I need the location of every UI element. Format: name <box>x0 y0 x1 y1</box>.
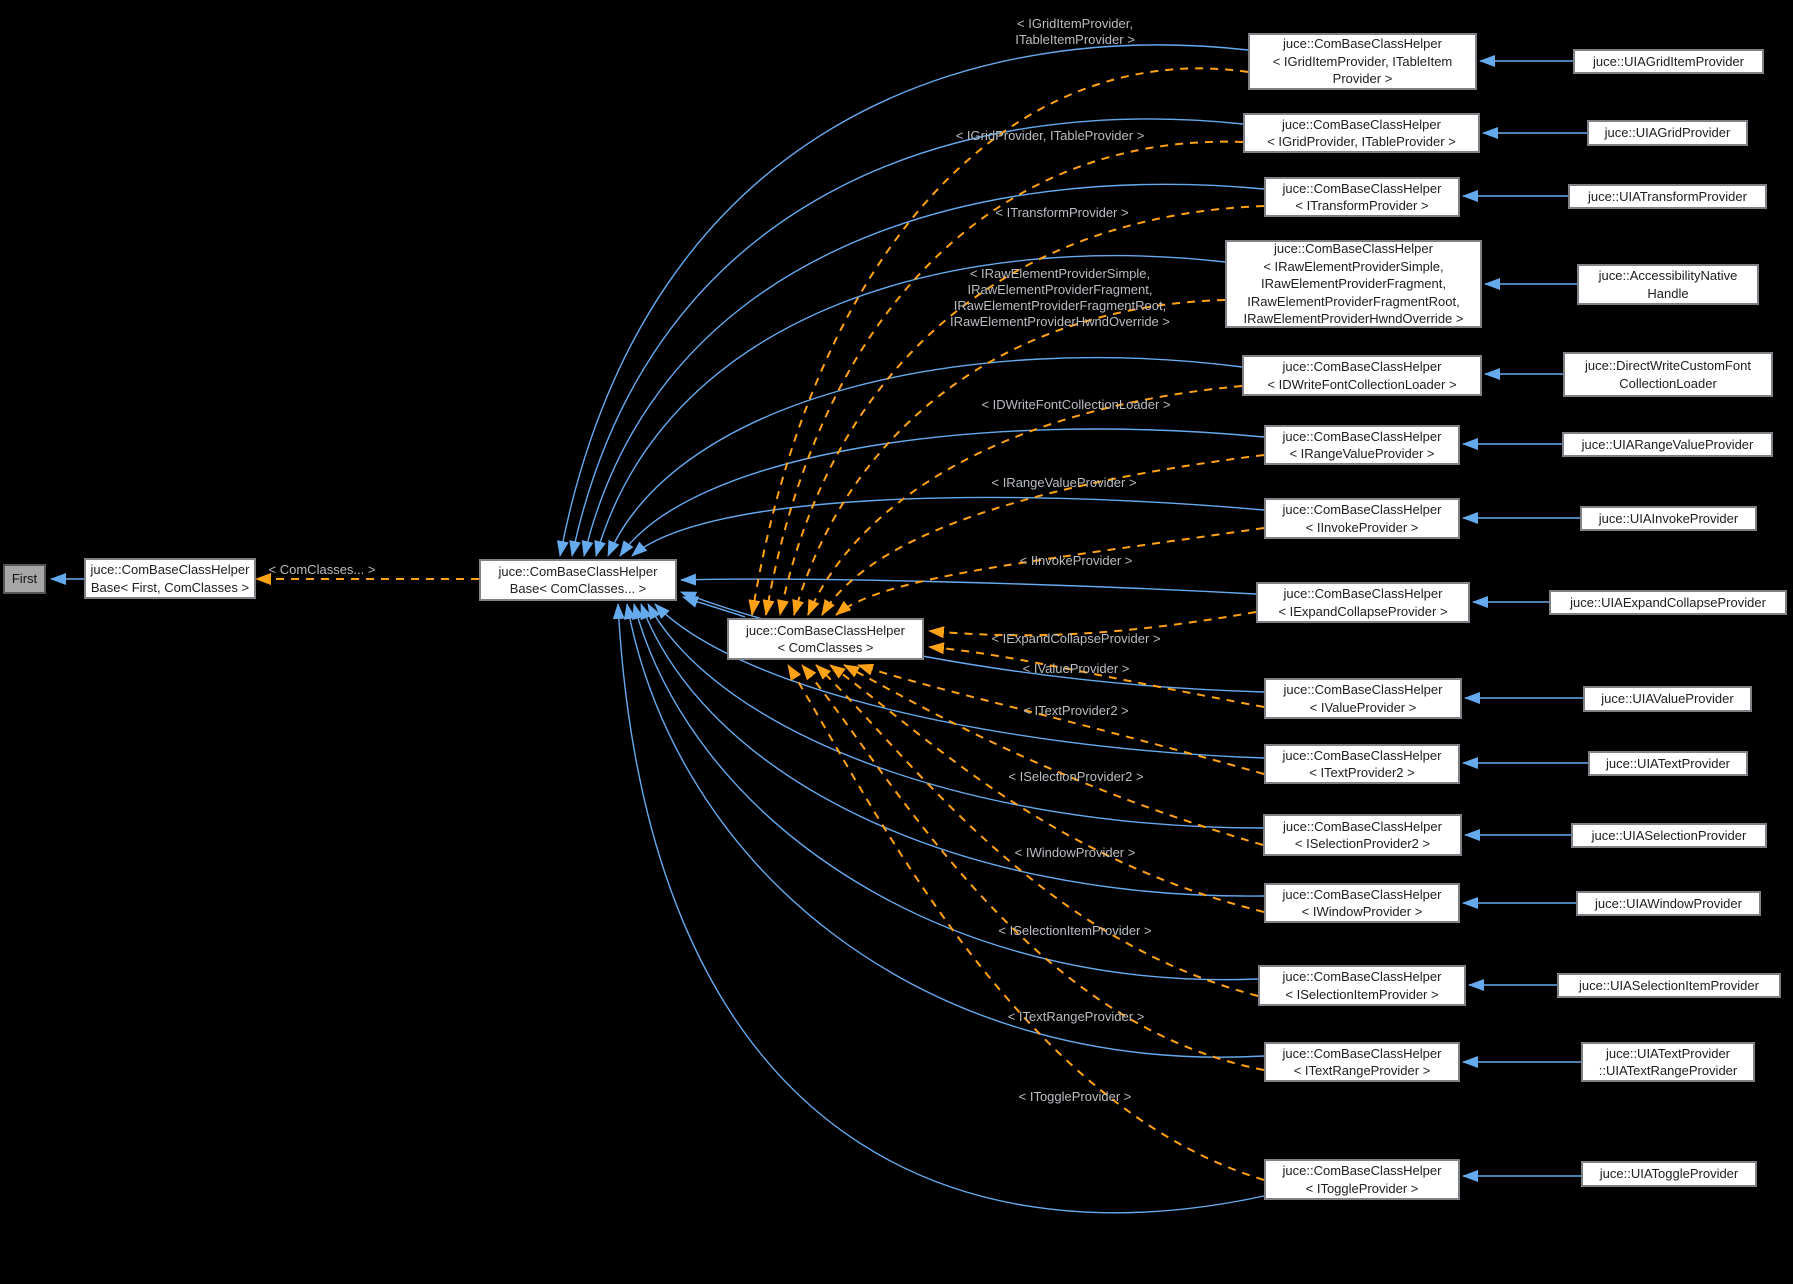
node-helper-value[interactable]: juce::ComBaseClassHelper < IValueProvide… <box>1264 678 1462 719</box>
node-helper-expandcollapse[interactable]: juce::ComBaseClassHelper < IExpandCollap… <box>1256 582 1470 623</box>
inheritance-edge <box>680 591 1265 693</box>
inheritance-edge <box>623 603 1265 1058</box>
edge-label-invoke: < IInvokeProvider > <box>1019 553 1133 568</box>
edge-label-value: < IValueProvider > <box>1022 661 1130 676</box>
template-edge <box>815 664 1259 997</box>
node-helper-rangevalue[interactable]: juce::ComBaseClassHelper < IRangeValuePr… <box>1264 425 1460 465</box>
node-uia-transform-provider[interactable]: juce::UIATransformProvider <box>1568 184 1767 209</box>
inheritance-edge <box>654 603 1265 759</box>
node-uia-rangevalue-provider[interactable]: juce::UIARangeValueProvider <box>1562 432 1773 457</box>
node-uia-selectionitem-provider[interactable]: juce::UIASelectionItemProvider <box>1557 973 1781 998</box>
node-combaseclasshelperbase-variadic[interactable]: juce::ComBaseClassHelper Base< ComClasse… <box>479 559 677 601</box>
node-combaseclasshelperbase-first-comclasses[interactable]: juce::ComBaseClassHelper Base< First, Co… <box>84 558 256 599</box>
node-helper-window[interactable]: juce::ComBaseClassHelper < IWindowProvid… <box>1264 883 1460 923</box>
node-uia-selection-provider[interactable]: juce::UIASelectionProvider <box>1571 823 1767 848</box>
node-helper-selectionitem[interactable]: juce::ComBaseClassHelper < ISelectionIte… <box>1258 965 1466 1006</box>
node-helper-invoke[interactable]: juce::ComBaseClassHelper < IInvokeProvid… <box>1264 498 1460 539</box>
node-first: First <box>3 564 46 594</box>
node-uia-griditem-provider[interactable]: juce::UIAGridItemProvider <box>1573 49 1764 74</box>
node-directwrite-customfont-collectionloader[interactable]: juce::DirectWriteCustomFont CollectionLo… <box>1563 352 1773 397</box>
inheritance-edge <box>682 596 746 618</box>
inheritance-edge <box>569 118 1244 557</box>
node-helper-griditem-tableitem[interactable]: juce::ComBaseClassHelper < IGridItemProv… <box>1248 33 1477 90</box>
node-helper-textprovider2[interactable]: juce::ComBaseClassHelper < ITextProvider… <box>1264 744 1460 784</box>
node-uia-toggle-provider[interactable]: juce::UIAToggleProvider <box>1581 1161 1757 1187</box>
inheritance-edge <box>640 603 1265 897</box>
node-uia-value-provider[interactable]: juce::UIAValueProvider <box>1583 686 1752 712</box>
inheritance-edge <box>647 603 1264 829</box>
edge-label-rangevalue: < IRangeValueProvider > <box>991 475 1137 490</box>
inheritance-edges <box>50 44 1588 1214</box>
node-uia-grid-provider[interactable]: juce::UIAGridProvider <box>1587 120 1748 146</box>
node-uia-invoke-provider[interactable]: juce::UIAInvokeProvider <box>1580 506 1757 531</box>
edge-label-transform: < ITransformProvider > <box>995 205 1129 220</box>
inheritance-edge <box>556 44 1249 557</box>
template-edge <box>807 385 1243 616</box>
edge-label-comclasses: < ComClasses... > <box>268 562 376 577</box>
inheritance-edge <box>581 183 1265 557</box>
template-edge <box>748 67 1249 616</box>
template-edge <box>829 664 1265 913</box>
node-uia-text-provider[interactable]: juce::UIATextProvider <box>1588 751 1748 776</box>
template-instance-edges <box>255 67 1265 1181</box>
node-uia-textrange-provider[interactable]: juce::UIATextProvider ::UIATextRangeProv… <box>1581 1042 1755 1082</box>
template-edge <box>835 527 1265 616</box>
template-edge <box>792 299 1226 616</box>
node-helper-dwritefontcollectionloader[interactable]: juce::ComBaseClassHelper < IDWriteFontCo… <box>1242 355 1482 396</box>
edge-label-griditem: < IGridItemProvider, ITableItemProvider … <box>1015 16 1135 47</box>
edge-label-expandcollapse: < IExpandCollapseProvider > <box>991 631 1161 646</box>
node-combaseclasshelper-template[interactable]: juce::ComBaseClassHelper < ComClasses > <box>727 618 924 660</box>
edge-label-rawelement: < IRawElementProviderSimple, IRawElement… <box>949 266 1171 329</box>
edge-label-window: < IWindowProvider > <box>1014 845 1136 860</box>
edge-label-selectionprovider2: < ISelectionProvider2 > <box>1008 769 1144 784</box>
inheritance-edge <box>631 496 1265 557</box>
inheritance-edge <box>680 573 1257 595</box>
edge-label-dwritefont: < IDWriteFontCollectionLoader > <box>981 397 1171 412</box>
node-helper-rawelement[interactable]: juce::ComBaseClassHelper < IRawElementPr… <box>1225 240 1482 328</box>
inheritance-edge <box>632 603 1259 981</box>
template-edge <box>928 611 1257 639</box>
inheritance-edge <box>594 254 1226 557</box>
node-accessibility-native-handle[interactable]: juce::AccessibilityNative Handle <box>1577 264 1759 305</box>
template-edge <box>928 642 1265 708</box>
template-edge <box>857 663 1265 775</box>
edge-label-grid: < IGridProvider, ITableProvider > <box>955 128 1145 143</box>
node-uia-expandcollapse-provider[interactable]: juce::UIAExpandCollapseProvider <box>1549 590 1787 615</box>
inheritance-edge <box>607 356 1243 557</box>
template-edge <box>801 664 1265 1071</box>
edge-label-textrange: < ITextRangeProvider > <box>1007 1009 1145 1024</box>
edge-label-toggle: < IToggleProvider > <box>1018 1089 1132 1104</box>
edge-label-selectionitem: < ISelectionItemProvider > <box>998 923 1152 938</box>
node-helper-toggle[interactable]: juce::ComBaseClassHelper < IToggleProvid… <box>1264 1159 1460 1200</box>
node-helper-textrange[interactable]: juce::ComBaseClassHelper < ITextRangePro… <box>1264 1042 1460 1082</box>
inheritance-edge <box>619 428 1265 557</box>
node-helper-selectionprovider2[interactable]: juce::ComBaseClassHelper < ISelectionPro… <box>1263 814 1462 856</box>
node-helper-grid-table[interactable]: juce::ComBaseClassHelper < IGridProvider… <box>1243 113 1480 153</box>
edge-label-textprovider2: < ITextProvider2 > <box>1023 703 1129 718</box>
template-edge <box>787 664 1265 1181</box>
template-edge <box>843 664 1264 846</box>
node-uia-window-provider[interactable]: juce::UIAWindowProvider <box>1576 891 1761 916</box>
node-helper-transform[interactable]: juce::ComBaseClassHelper < ITransformPro… <box>1264 177 1460 217</box>
inheritance-edge <box>612 603 1265 1214</box>
